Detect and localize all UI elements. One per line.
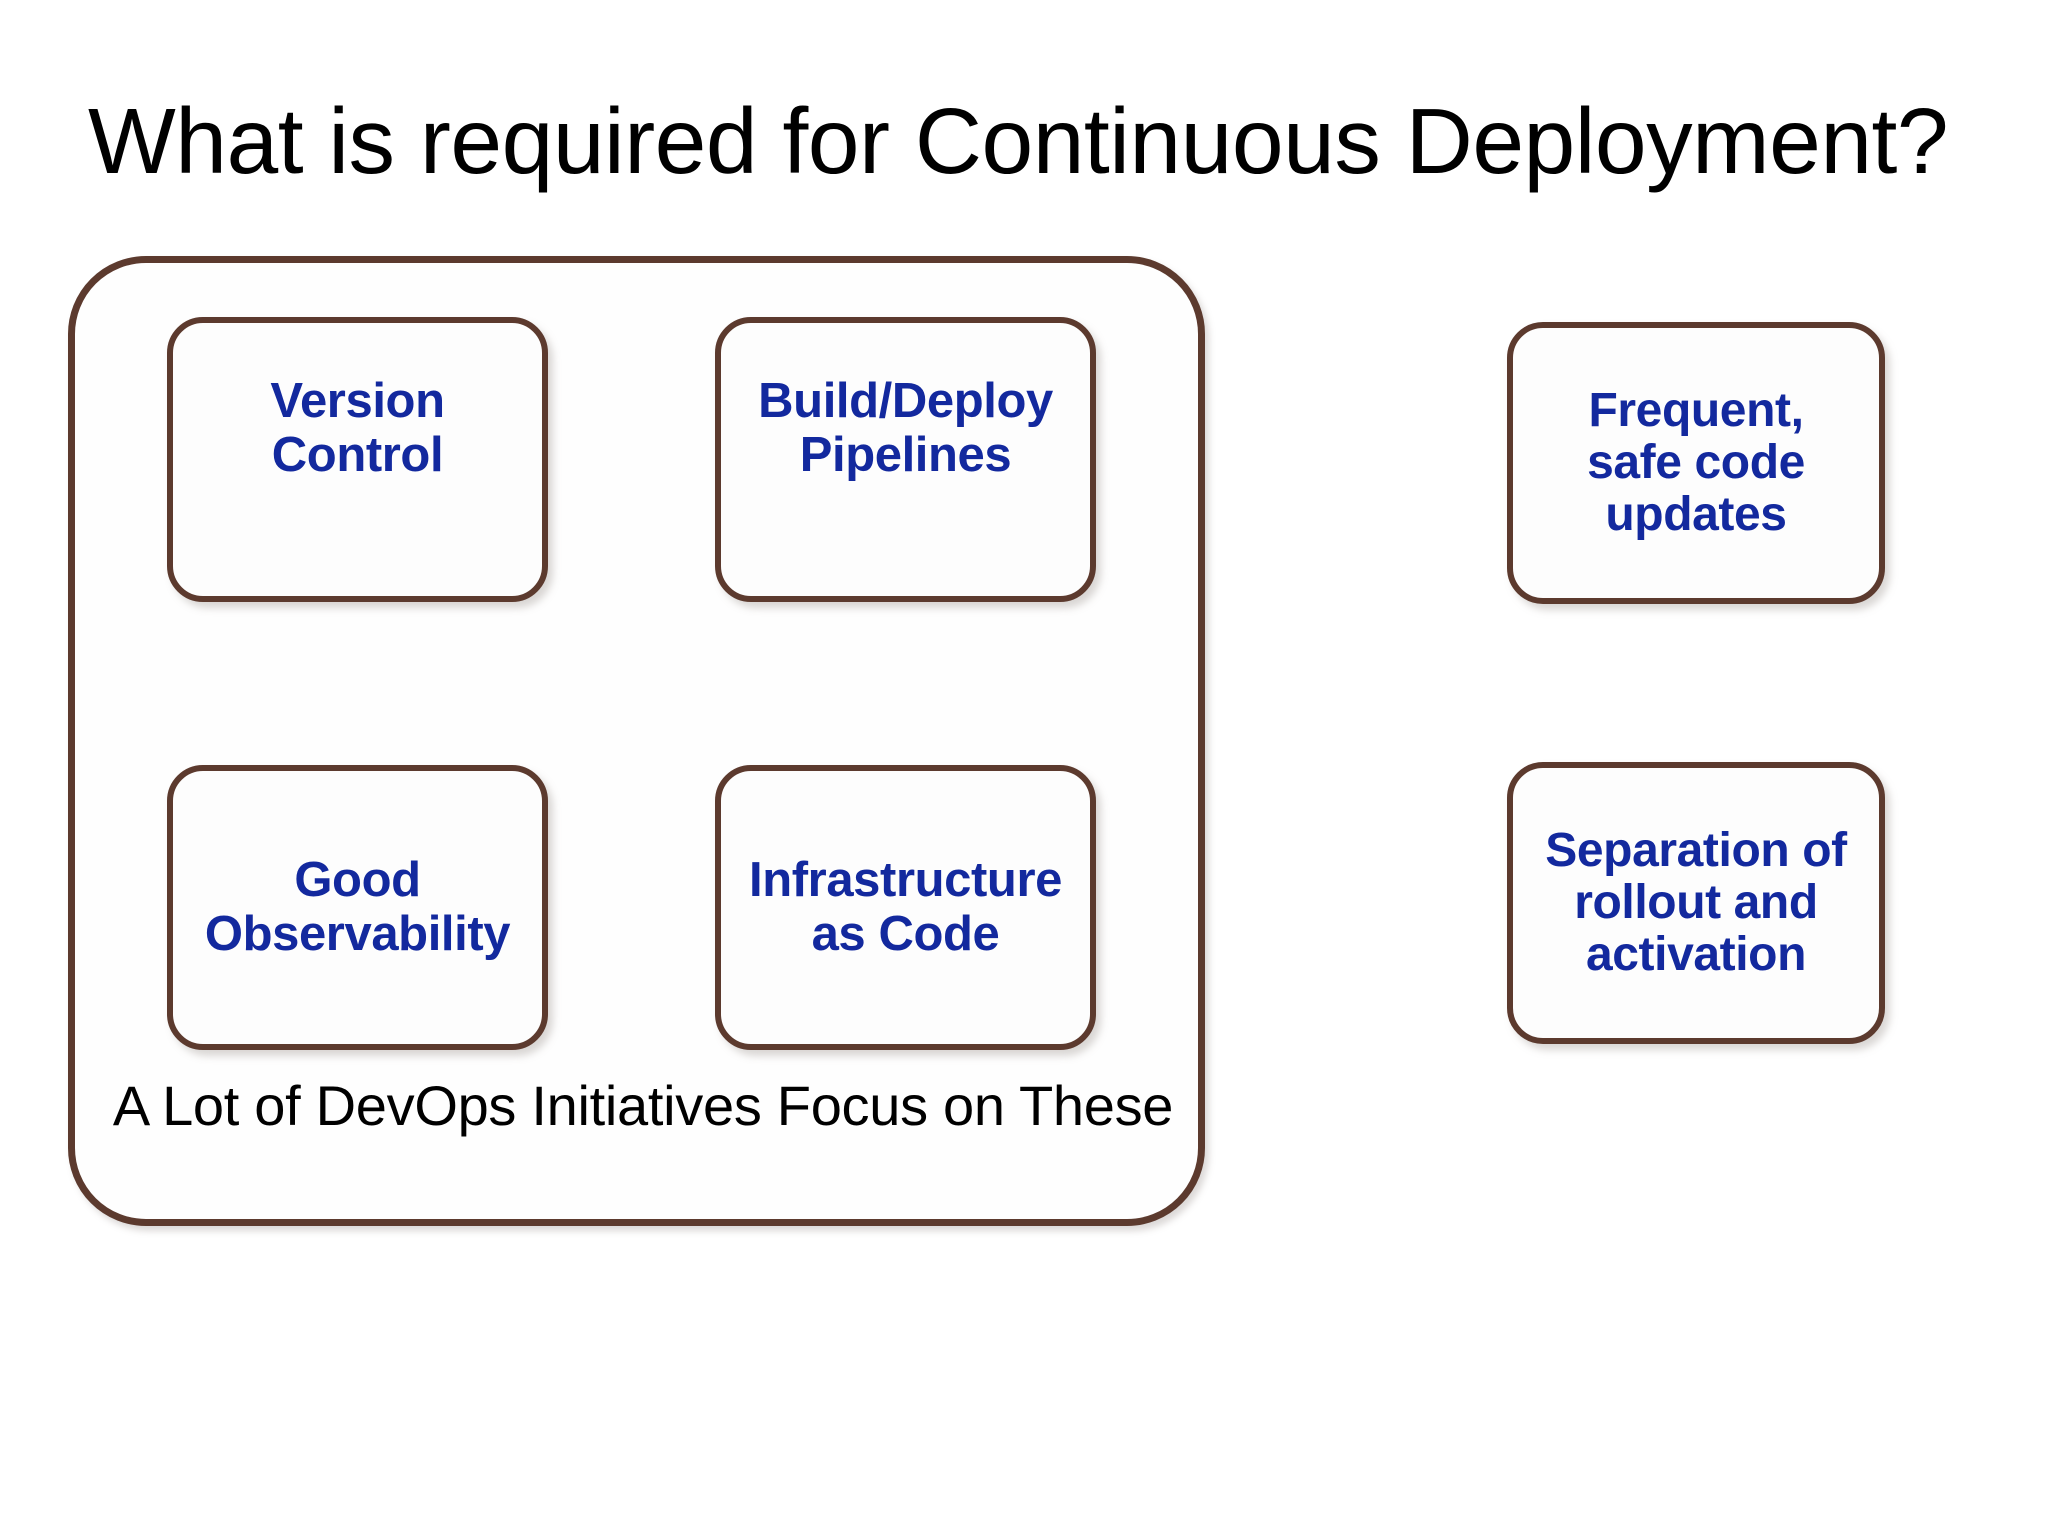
card-separation-of-rollout-and-activation-label: Separation of rollout and activation bbox=[1545, 824, 1847, 981]
card-infrastructure-as-code[interactable]: Infrastructure as Code bbox=[715, 765, 1096, 1050]
card-frequent-safe-code-updates[interactable]: Frequent, safe code updates bbox=[1507, 322, 1885, 604]
card-infrastructure-as-code-label: Infrastructure as Code bbox=[749, 852, 1062, 961]
card-separation-of-rollout-and-activation[interactable]: Separation of rollout and activation bbox=[1507, 762, 1885, 1044]
card-build-deploy-pipelines[interactable]: Build/Deploy Pipelines bbox=[715, 317, 1096, 602]
devops-group-caption: A Lot of DevOps Initiatives Focus on The… bbox=[112, 1074, 1174, 1137]
card-version-control[interactable]: Version Control bbox=[167, 317, 548, 602]
card-good-observability[interactable]: Good Observability bbox=[167, 765, 548, 1050]
card-build-deploy-pipelines-label: Build/Deploy Pipelines bbox=[758, 374, 1053, 482]
card-frequent-safe-code-updates-label: Frequent, safe code updates bbox=[1587, 384, 1805, 541]
card-good-observability-label: Good Observability bbox=[204, 852, 511, 961]
devops-focus-group-container: Version Control Build/Deploy Pipelines G… bbox=[68, 256, 1205, 1226]
page-title: What is required for Continuous Deployme… bbox=[88, 89, 1949, 193]
card-version-control-label: Version Control bbox=[270, 374, 445, 482]
